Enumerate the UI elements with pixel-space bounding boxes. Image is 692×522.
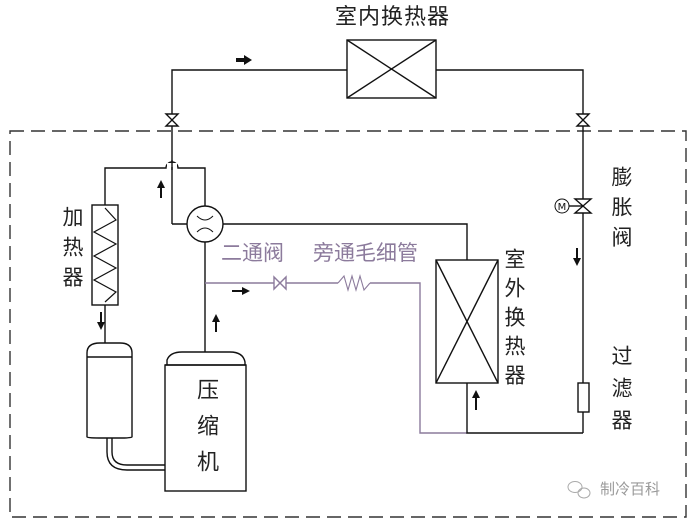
flow-arrow-icon xyxy=(236,55,252,65)
indoor-heat-exchanger xyxy=(346,39,437,99)
compressor-label: 压缩机 xyxy=(193,378,218,486)
compressor xyxy=(164,351,247,492)
capillary-symbol xyxy=(337,273,371,293)
indoor-hx-label: 室内换热器 xyxy=(335,5,451,30)
two-way-valve-symbol xyxy=(273,275,287,291)
flow-arrow-icon xyxy=(472,390,480,410)
bypass-capillary-label: 旁通毛细管 xyxy=(313,241,418,265)
accumulator xyxy=(86,342,133,439)
outdoor-unit-boundary xyxy=(9,130,687,518)
pipe-top xyxy=(171,69,584,433)
flow-arrow-icon xyxy=(212,314,220,332)
pipe-heater-top xyxy=(104,161,206,206)
motor-symbol: M xyxy=(558,202,567,213)
heater-label: 加热器 xyxy=(60,206,84,296)
flow-arrow-icon xyxy=(573,248,581,266)
pipe-bottom xyxy=(466,383,583,434)
service-valve-right xyxy=(575,113,591,127)
heater xyxy=(91,204,119,306)
filter-label: 过滤器 xyxy=(609,345,633,441)
service-valve-left xyxy=(164,113,180,127)
watermark-text: 制冷百科 xyxy=(600,480,661,498)
two-way-valve-label: 二通阀 xyxy=(221,241,284,265)
flow-arrow-icon xyxy=(97,312,105,330)
pipe-4way-to-outdoor xyxy=(172,223,468,260)
flow-arrow-icon xyxy=(157,180,165,198)
suction-pipe xyxy=(106,438,165,471)
expansion-valve xyxy=(554,198,593,214)
expansion-valve-label: 膨胀阀 xyxy=(609,166,633,256)
wechat-icon xyxy=(567,481,591,499)
four-way-valve xyxy=(186,205,224,243)
outdoor-hx-label: 室外换热器 xyxy=(502,248,526,393)
bypass-line xyxy=(205,273,467,434)
outdoor-heat-exchanger xyxy=(435,259,499,384)
flow-arrow-icon xyxy=(232,287,250,295)
filter xyxy=(577,382,590,413)
